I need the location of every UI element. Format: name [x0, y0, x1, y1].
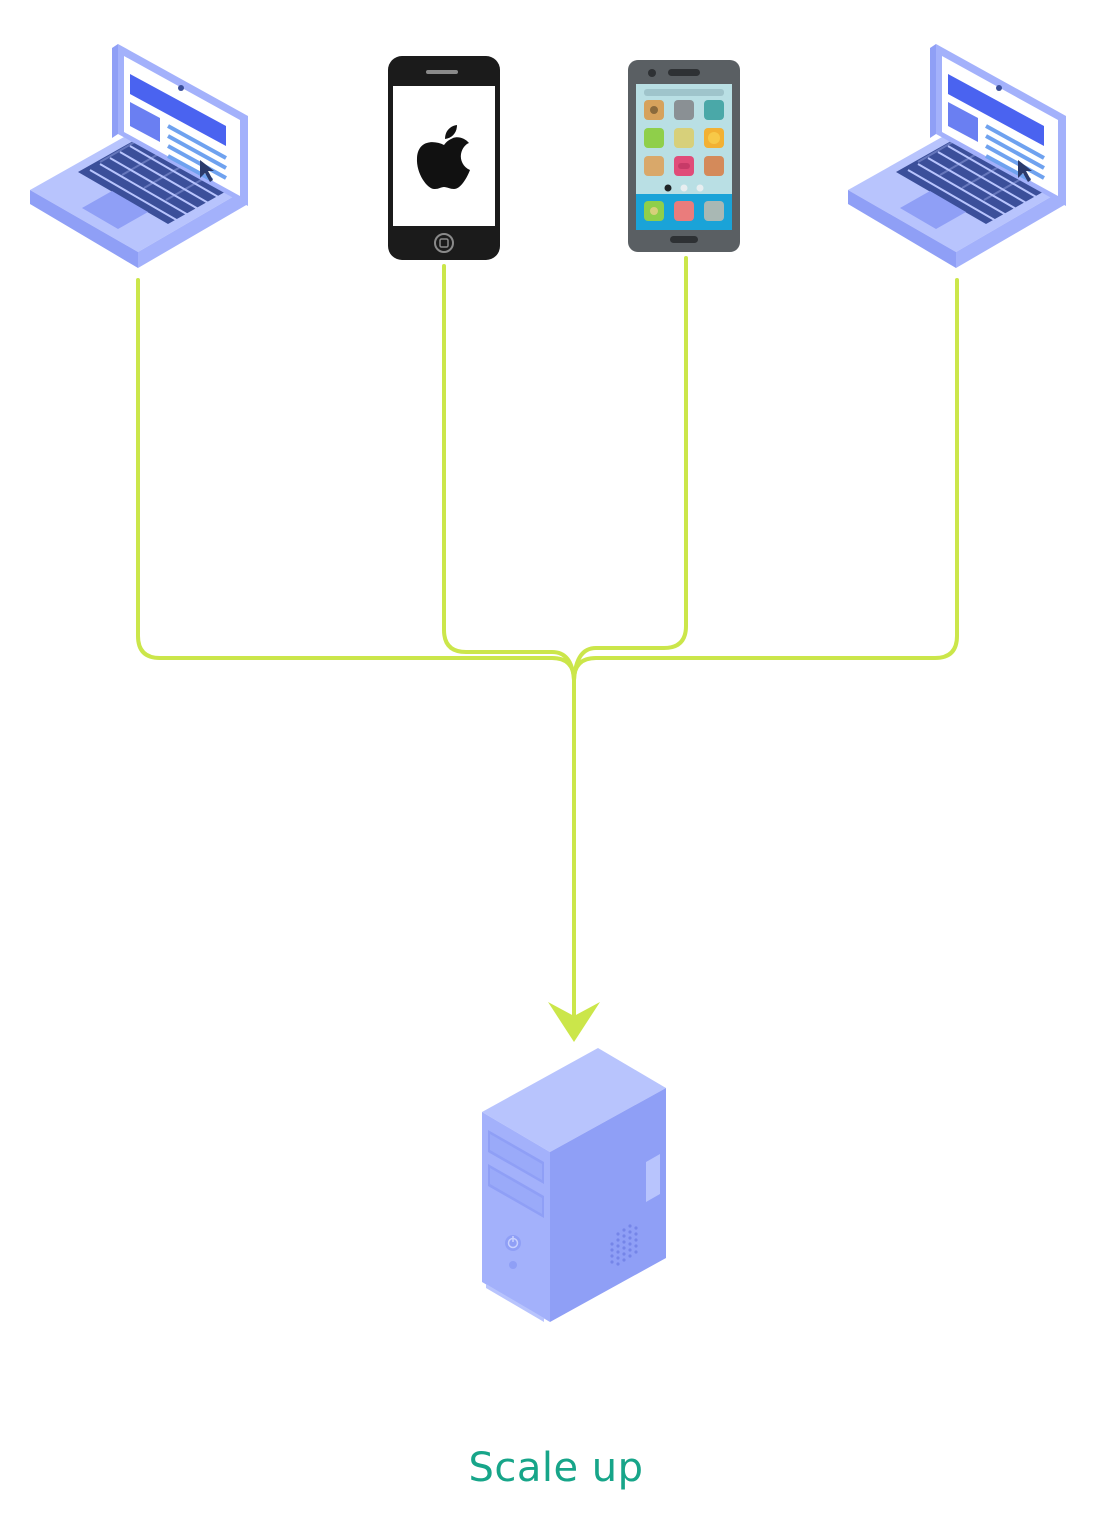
server-tower-icon [482, 1048, 666, 1322]
connector-android-phone [572, 256, 688, 682]
arrowhead [548, 1002, 600, 1042]
apple-logo-icon [416, 125, 470, 190]
connectors [136, 256, 959, 1032]
android-phone-icon [628, 60, 740, 252]
connector-laptop-left [136, 278, 576, 682]
laptop-right-icon [846, 42, 1068, 270]
iphone-icon [388, 56, 500, 260]
laptop-left-icon [28, 42, 250, 270]
diagram-caption: Scale up [468, 1445, 644, 1491]
connector-laptop-right [572, 278, 959, 682]
connector-iphone [442, 264, 576, 682]
